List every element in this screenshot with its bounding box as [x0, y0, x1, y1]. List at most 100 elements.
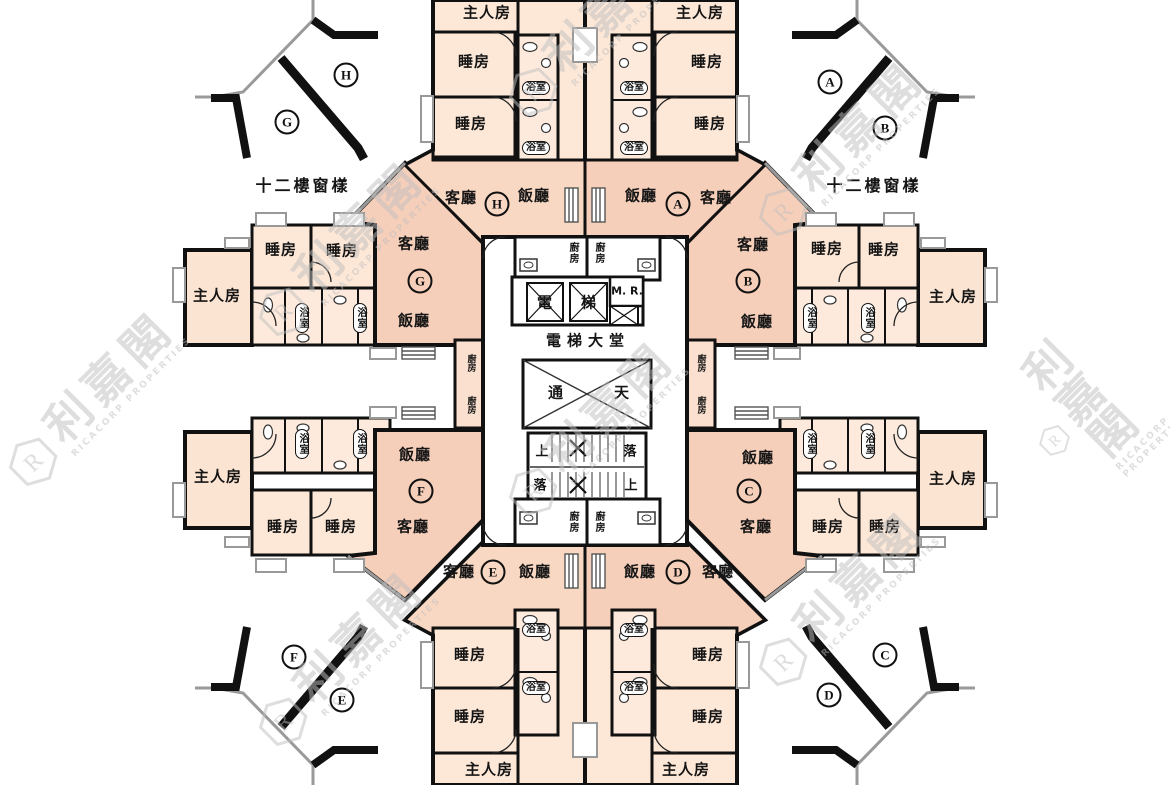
- unit-h-bathroom1-label: 浴室: [522, 81, 550, 95]
- unit-e-badge: E: [480, 559, 506, 585]
- unit-c-dining-label: 飯廳: [741, 448, 775, 467]
- louvre-grilles: [401, 187, 769, 589]
- unit-f-badge: F: [408, 478, 434, 504]
- stair-up-label-1: 上: [535, 444, 549, 460]
- kitchen-strip-right-label-2: 廚房: [695, 396, 706, 414]
- corner-diagram-unit-h-badge: H: [333, 62, 359, 88]
- unit-c-bathroom2-label: 浴室: [861, 429, 875, 459]
- unit-c-living-label: 客廳: [739, 517, 773, 536]
- corner-diagram-unit-a-badge: A: [817, 69, 843, 95]
- unit-d-master-label: 主人房: [661, 760, 711, 779]
- unit-c-bedrooms: [793, 488, 920, 557]
- unit-c-badge: C: [736, 478, 762, 504]
- unit-d-bedroom1-label: 睡房: [691, 645, 725, 664]
- sky-well-left-label: 通: [547, 383, 565, 402]
- kitchen-strip-left-label-2: 廚房: [465, 396, 476, 414]
- unit-h-bedroom1-label: 睡房: [457, 52, 491, 71]
- corner-diagram-top-right: [792, 0, 975, 162]
- kitchen-bottom-left-label: 廚房: [567, 511, 578, 533]
- unit-g-bedroom1-label: 睡房: [264, 240, 298, 259]
- unit-b-bedroom2-label: 睡房: [867, 240, 901, 259]
- unit-b-master-label: 主人房: [928, 287, 978, 306]
- unit-f-dining-label: 飯廳: [398, 445, 432, 464]
- unit-g-bathroom1-label: 浴室: [295, 303, 309, 333]
- unit-d-dining-label: 飯廳: [623, 562, 657, 581]
- unit-a-living-label: 客廳: [699, 188, 733, 207]
- unit-f-living-label: 客廳: [396, 517, 430, 536]
- corner-diagram-unit-b-badge: B: [872, 115, 898, 141]
- unit-g-bathroom2-label: 浴室: [353, 303, 367, 333]
- lift-lobby-label: 電梯大堂: [545, 331, 631, 350]
- unit-b-bedrooms: [793, 223, 920, 290]
- machine-room: [608, 275, 645, 308]
- unit-b-dining-label: 飯廳: [740, 312, 774, 331]
- unit-g-living-label: 客廳: [397, 234, 431, 253]
- unit-b-bathroom1-label: 浴室: [803, 303, 817, 333]
- unit-f-master-label: 主人房: [193, 467, 243, 486]
- unit-c-master: [916, 430, 987, 530]
- unit-h-master-label: 主人房: [462, 3, 512, 22]
- unit-a-bedroom2-label: 睡房: [693, 114, 727, 133]
- unit-e-bathroom1-label: 浴室: [522, 623, 550, 637]
- corner-diagram-unit-e-badge: E: [329, 687, 355, 713]
- unit-f-bedrooms: [250, 488, 377, 557]
- window-pattern-caption-right: 十二樓窗樣: [826, 176, 922, 195]
- unit-f-bathroom2-label: 浴室: [353, 429, 367, 459]
- unit-a-bedroom1-label: 睡房: [690, 52, 724, 71]
- corner-diagram-unit-f-badge: F: [281, 644, 307, 670]
- machine-room-label: M. R.: [611, 284, 643, 298]
- unit-h-bathroom2-label: 浴室: [522, 141, 550, 155]
- unit-g-master-label: 主人房: [192, 286, 242, 305]
- sky-well-right-label: 天: [613, 383, 631, 402]
- unit-c-bedroom1-label: 睡房: [811, 517, 845, 536]
- kitchen-bottom-right-label: 廚房: [593, 511, 604, 533]
- unit-h-dining-label: 飯廳: [517, 186, 551, 205]
- corner-diagram-top-left: [195, 0, 378, 162]
- unit-a-badge: A: [665, 191, 691, 217]
- lift-car-right-label: 梯: [580, 293, 598, 312]
- stair-up-label-2: 上: [624, 478, 638, 494]
- kitchen-strip-left-label-1: 廚房: [465, 354, 476, 372]
- unit-g-bedroom2-label: 睡房: [325, 241, 359, 260]
- lift-car-left-label: 電: [536, 293, 554, 312]
- kitchen-top-right-label: 廚房: [593, 242, 604, 264]
- unit-a-dining-label: 飯廳: [624, 186, 658, 205]
- unit-f-master: [183, 430, 254, 530]
- unit-d-bedroom2-label: 睡房: [691, 707, 725, 726]
- unit-c-bathroom1-label: 浴室: [803, 429, 817, 459]
- unit-e-master-label: 主人房: [464, 760, 514, 779]
- unit-e-bedroom2-label: 睡房: [453, 707, 487, 726]
- unit-d-living-label: 客廳: [701, 562, 735, 581]
- stair-direction-marks: [569, 439, 587, 494]
- unit-h-living-label: 客廳: [444, 188, 478, 207]
- unit-d-bathroom2-label: 浴室: [620, 681, 648, 695]
- corner-diagram-unit-g-badge: G: [274, 109, 300, 135]
- kitchen-strip-left: [453, 338, 487, 430]
- unit-a-bathroom1-label: 浴室: [620, 81, 648, 95]
- stair-down-label-1: 落: [623, 444, 637, 460]
- unit-g-bedrooms: [250, 223, 377, 290]
- unit-f-bathroom1-label: 浴室: [295, 429, 309, 459]
- unit-g-badge: G: [407, 268, 433, 294]
- unit-b-bedroom1-label: 睡房: [810, 239, 844, 258]
- partition-walls: [309, 0, 861, 785]
- corner-diagram-unit-c-badge: C: [872, 642, 898, 668]
- unit-g-dining-label: 飯廳: [397, 311, 431, 330]
- corner-diagram-bottom-left: [195, 623, 378, 785]
- unit-d-badge: D: [665, 559, 691, 585]
- door-arcs: [251, 31, 919, 754]
- unit-c-master-label: 主人房: [928, 469, 978, 488]
- windows-and-bays: [172, 27, 998, 758]
- unit-h-badge: H: [484, 191, 510, 217]
- core: [481, 235, 689, 547]
- unit-b-bathroom2-label: 浴室: [861, 303, 875, 333]
- unit-b-living-label: 客廳: [736, 235, 770, 254]
- unit-f-bedroom2-label: 睡房: [324, 517, 358, 536]
- unit-a-bathroom2-label: 浴室: [620, 141, 648, 155]
- corner-diagram-bottom-right: [792, 623, 975, 785]
- unit-c-bedroom2-label: 睡房: [868, 517, 902, 536]
- stair-down-label-2: 落: [533, 478, 547, 494]
- unit-e-bedroom1-label: 睡房: [453, 645, 487, 664]
